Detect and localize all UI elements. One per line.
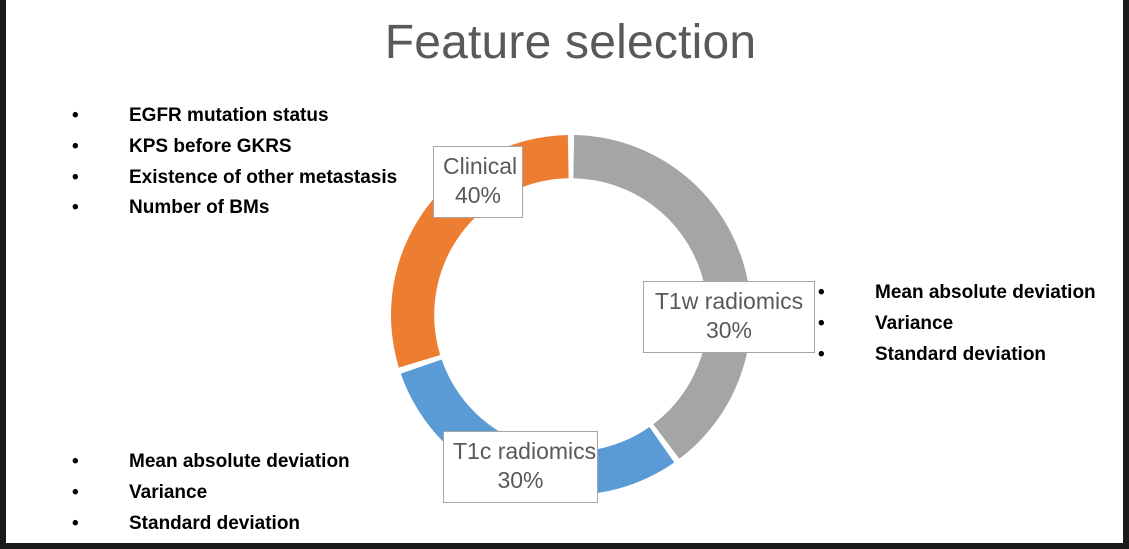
data-label-name: T1c radiomics	[453, 438, 597, 464]
bullet-marker-icon: •	[72, 512, 79, 534]
data-label-value: 30%	[705, 316, 753, 343]
list-item: • EGFR mutation status	[72, 101, 397, 132]
list-item: • Number of BMs	[72, 193, 397, 224]
page-title: Feature selection	[384, 16, 757, 69]
list-item: • Variance	[72, 478, 350, 509]
list-item-label: Variance	[129, 481, 208, 503]
chart-data-label-t1w-radiomics: T1w radiomics 30%	[643, 281, 815, 353]
bullet-marker-icon: •	[72, 105, 79, 126]
doughnut-slice	[573, 135, 751, 459]
data-label-value: 40%	[454, 181, 502, 208]
list-item-label: Existence of other metastasis	[129, 166, 398, 188]
list-item-label: EGFR mutation status	[129, 105, 329, 126]
list-item: • Standard deviation	[72, 509, 350, 540]
bullet-marker-icon: •	[72, 451, 79, 472]
bullet-list-t1w-radiomics-features: • Mean absolute deviation • Variance • S…	[818, 278, 1096, 370]
bullet-marker-icon: •	[72, 481, 79, 503]
list-item: • KPS before GKRS	[72, 132, 397, 163]
bullet-list-t1c-radiomics-features: • Mean absolute deviation • Variance • S…	[72, 447, 350, 539]
list-item-label: Standard deviation	[129, 512, 301, 534]
list-item-label: Number of BMs	[129, 197, 270, 219]
bullet-marker-icon: •	[72, 166, 79, 188]
list-item-label: Mean absolute deviation	[129, 451, 350, 472]
list-item: • Variance	[818, 309, 1096, 340]
bullet-list-clinical-features: • EGFR mutation status • KPS before GKRS…	[72, 101, 397, 224]
list-item-label: Mean absolute deviation	[875, 282, 1096, 303]
bullet-marker-icon: •	[818, 343, 825, 365]
bullet-marker-icon: •	[72, 197, 79, 219]
data-label-name: T1w radiomics	[654, 288, 804, 314]
list-item: • Existence of other metastasis	[72, 163, 397, 194]
list-item-label: KPS before GKRS	[129, 135, 292, 157]
bullet-marker-icon: •	[818, 312, 825, 334]
list-item-label: Variance	[875, 312, 954, 334]
data-label-name: Clinical	[443, 153, 518, 179]
bullet-marker-icon: •	[818, 282, 825, 303]
list-item: • Mean absolute deviation	[818, 278, 1096, 309]
list-item: • Standard deviation	[818, 340, 1096, 371]
chart-data-label-t1c-radiomics: T1c radiomics 30%	[443, 431, 598, 503]
list-item-label: Standard deviation	[875, 343, 1047, 365]
list-item: • Mean absolute deviation	[72, 447, 350, 478]
data-label-value: 30%	[497, 466, 544, 493]
chart-data-label-clinical: Clinical 40%	[433, 146, 523, 218]
bullet-marker-icon: •	[72, 135, 79, 157]
